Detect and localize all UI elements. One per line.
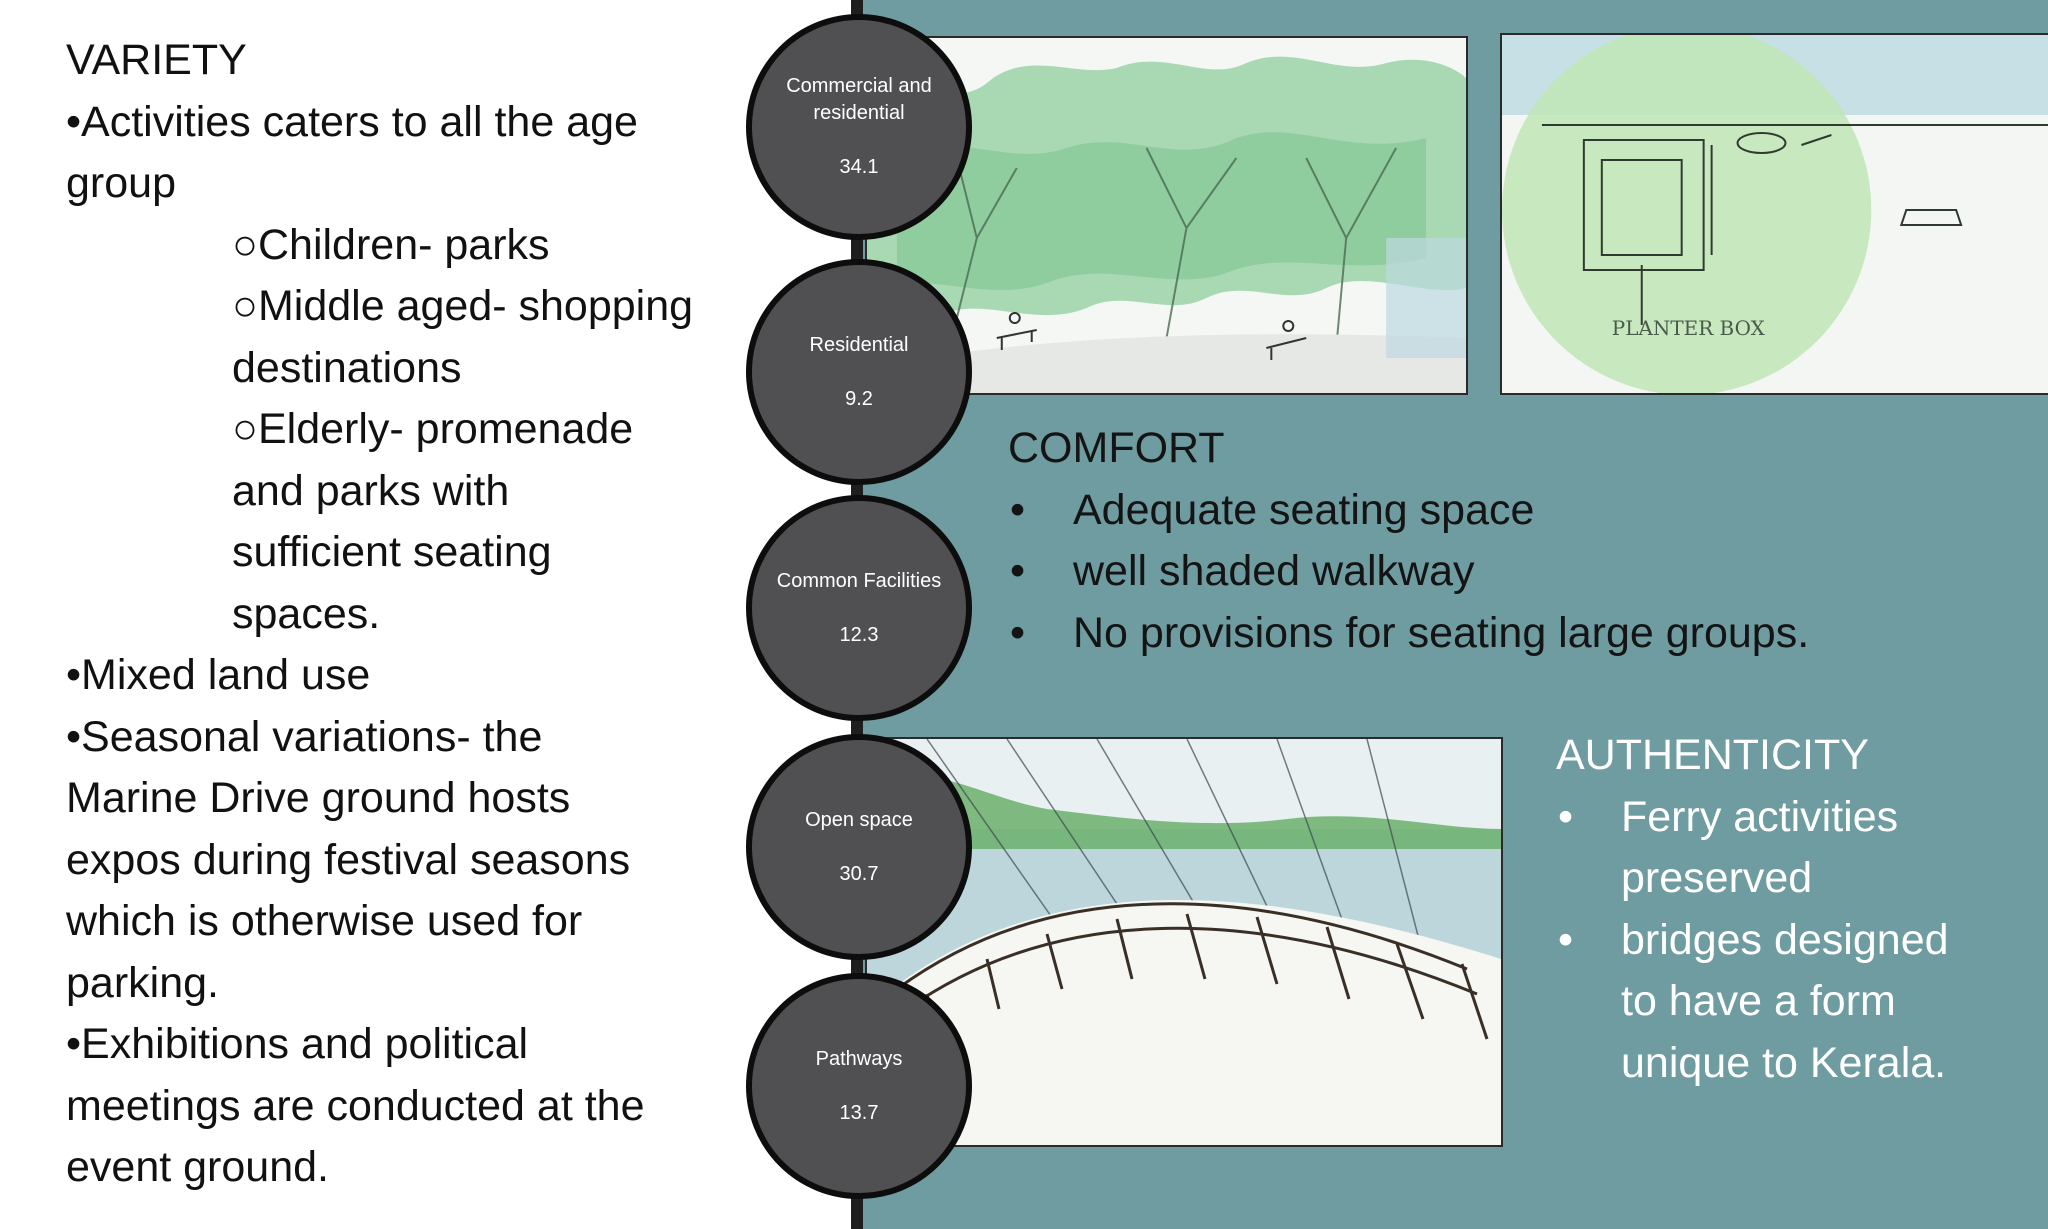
sketch-planter-box: PLANTER BOX (1500, 33, 2048, 395)
variety-sub-elderly: ○Elderly- promenade (232, 405, 634, 453)
bullet-dot: • (1010, 608, 1026, 657)
authenticity-item-ferry: • Ferry activities preserved (1556, 787, 2036, 910)
variety-bullet-exhibitions: •Exhibitions and political (66, 1020, 529, 1068)
authenticity-item-line: Ferry activities (1621, 792, 1899, 841)
comfort-item-text: Adequate seating space (1073, 485, 1535, 534)
authenticity-item-line: unique to Kerala. (1621, 1038, 1947, 1087)
variety-sub-children: ○Children- parks (232, 220, 550, 269)
variety-sub-elderly-cont-2: sufficient seating (232, 528, 552, 576)
comfort-item-text: No provisions for seating large groups. (1073, 608, 1810, 657)
variety-bullet-seasonal-cont-2: expos during festival seasons (66, 835, 631, 884)
comfort-item: • No provisions for seating large groups. (1008, 603, 2018, 665)
land-use-circle-common-facilities: Common Facilities 12.3 (746, 495, 972, 721)
authenticity-item-line: bridges designed (1621, 915, 1949, 964)
planter-box-illustration: PLANTER BOX (1502, 35, 2048, 393)
bridge-railing-illustration (867, 739, 1501, 1145)
variety-title: VARIETY (66, 36, 247, 84)
comfort-title: COMFORT (1008, 424, 1225, 472)
land-use-label: Pathways (815, 1047, 903, 1070)
variety-bullet-exhibitions-cont-1: meetings are conducted at the (66, 1081, 645, 1130)
bullet-dot: • (1558, 792, 1574, 841)
land-use-label: Commercial and residential (786, 75, 932, 124)
variety-bullet-seasonal: •Seasonal variations- the (66, 712, 543, 761)
bullet-dot: • (1558, 915, 1574, 964)
land-use-value: 30.7 (839, 862, 879, 885)
variety-sub-middle: ○Middle aged- shopping (232, 282, 694, 330)
variety-sub-elderly-cont-1: and parks with (232, 466, 510, 515)
variety-bullet-activities: •Activities caters to all the age (66, 97, 638, 146)
land-use-label: Residential (809, 333, 909, 356)
planter-box-label: PLANTER BOX (1612, 316, 1766, 340)
authenticity-item-line: preserved (1621, 854, 1813, 902)
land-use-value: 13.7 (839, 1101, 879, 1124)
variety-bullet-exhibitions-cont-2: event ground. (66, 1143, 329, 1191)
bullet-dot: • (1010, 485, 1026, 534)
variety-bullet-seasonal-cont-3: which is otherwise used for (66, 897, 583, 945)
land-use-circle-residential: Residential 9.2 (746, 259, 972, 485)
land-use-circle-open-space: Open space 30.7 (746, 734, 972, 960)
comfort-section: COMFORT • Adequate seating space • well sh… (1008, 418, 2018, 664)
sketch-bridge-railing (865, 737, 1503, 1147)
comfort-item-text: well shaded walkway (1073, 547, 1475, 595)
authenticity-title: AUTHENTICITY (1556, 731, 1869, 779)
variety-section: VARIETY •Activities caters to all the ag… (66, 30, 766, 1199)
authenticity-section: AUTHENTICITY • Ferry activities preserve… (1556, 725, 2036, 1094)
comfort-item: • well shaded walkway (1008, 541, 2018, 603)
land-use-label: Open space (805, 808, 913, 831)
land-use-circle-pathways: Pathways 13.7 (746, 973, 972, 1199)
land-use-value: 12.3 (839, 623, 879, 646)
authenticity-item-line: to have a form (1621, 977, 1896, 1025)
variety-bullet-seasonal-cont-4: parking. (66, 958, 219, 1007)
land-use-circle-commercial-residential: Commercial and residential 34.1 (746, 14, 972, 240)
comfort-item: • Adequate seating space (1008, 480, 2018, 542)
variety-bullet-mixed: •Mixed land use (66, 651, 371, 699)
variety-bullet-seasonal-cont-1: Marine Drive ground hosts (66, 774, 571, 822)
variety-bullet-activities-cont: group (66, 159, 176, 207)
authenticity-list: • Ferry activities preserved • bridges d… (1556, 787, 2036, 1095)
trees-sketch-illustration (867, 38, 1466, 393)
land-use-label: Common Facilities (776, 569, 942, 592)
comfort-list: • Adequate seating space • well shaded wal… (1008, 480, 2018, 665)
variety-sub-middle-cont: destinations (232, 343, 462, 392)
land-use-value: 34.1 (839, 156, 879, 178)
variety-sub-elderly-cont-3: spaces. (232, 589, 381, 638)
land-use-value: 9.2 (845, 387, 873, 410)
authenticity-item-bridges: • bridges designed to have a form unique… (1556, 910, 2036, 1095)
bullet-dot: • (1010, 547, 1026, 595)
